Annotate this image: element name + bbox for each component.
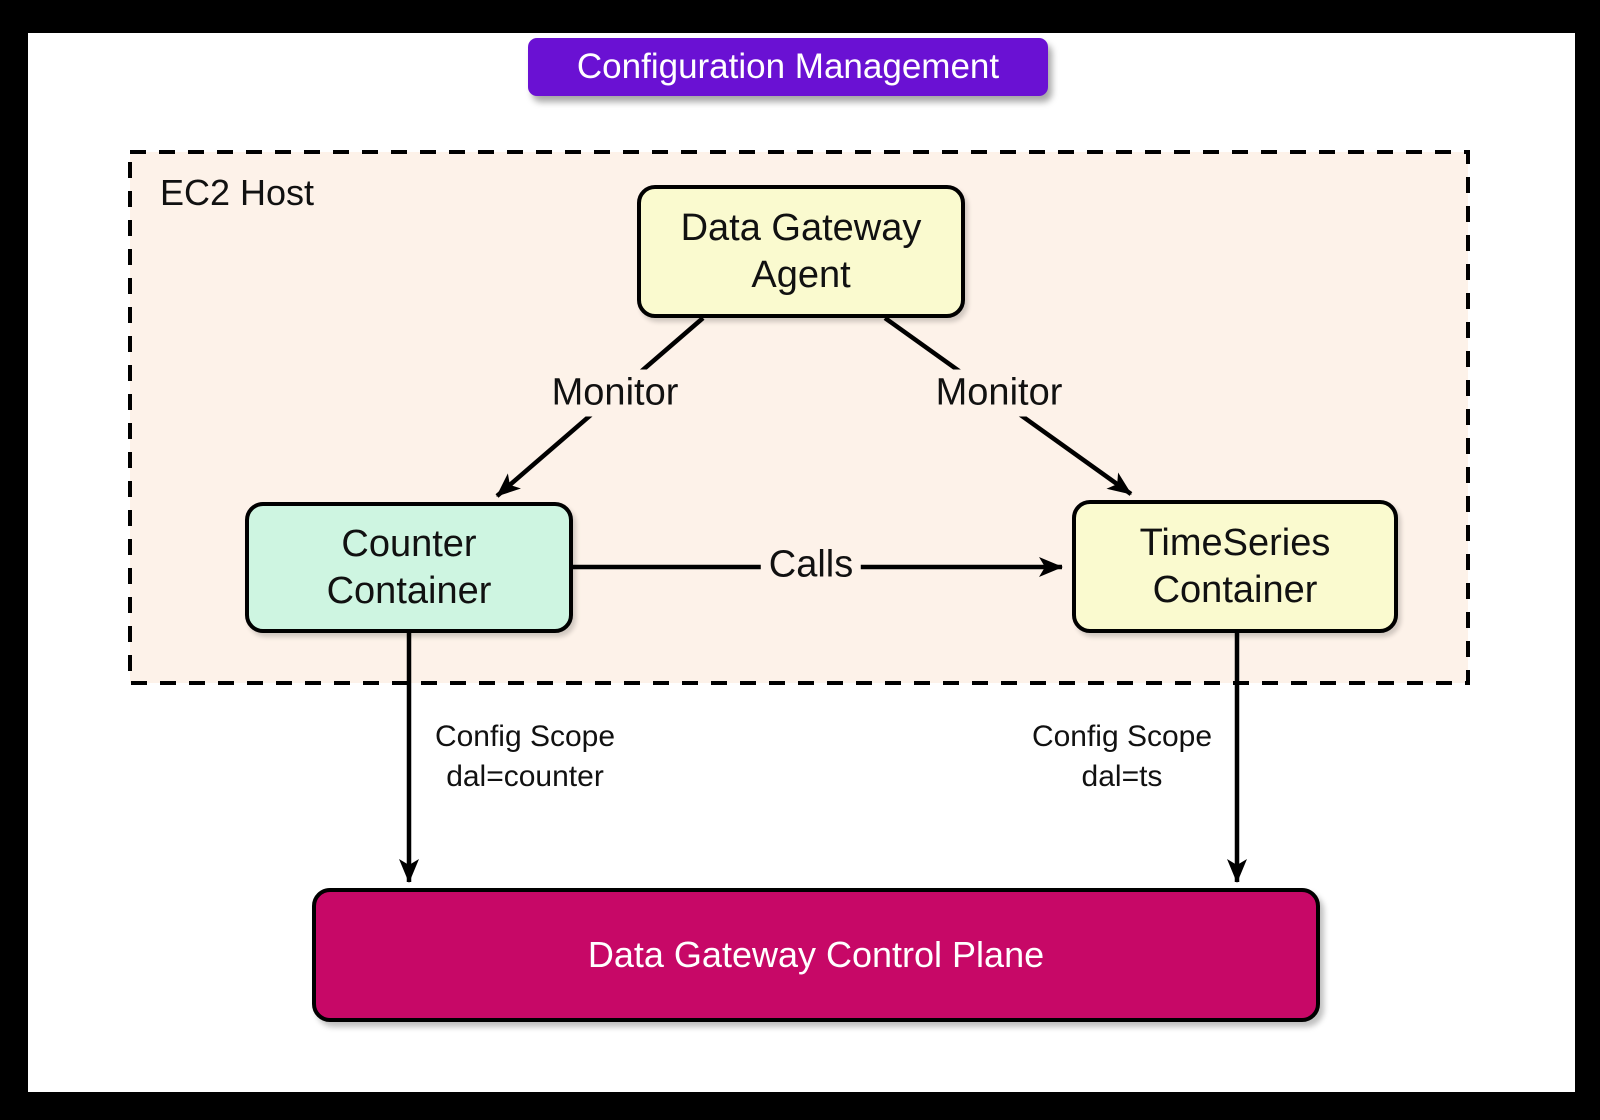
edge-label-line: Config Scope	[1031, 720, 1213, 753]
node-label-line: TimeSeries	[1139, 521, 1331, 564]
node-data-gateway-agent: Data Gateway Agent	[637, 185, 965, 318]
diagram-title-text: Configuration Management	[576, 47, 1000, 86]
node-counter-container: Counter Container	[245, 502, 573, 633]
edge-label-config-scope-ts: Config Scope dal=ts	[1032, 717, 1212, 797]
edge-label-line: dal=counter	[446, 760, 604, 793]
node-timeseries-container: TimeSeries Container	[1072, 500, 1398, 633]
edge-label-line: dal=ts	[1081, 760, 1163, 793]
diagram-title: Configuration Management	[528, 38, 1048, 96]
ec2-host-group-label: EC2 Host	[160, 172, 315, 213]
node-label-line: Counter	[341, 522, 477, 565]
node-data-gateway-control-plane: Data Gateway Control Plane	[312, 888, 1320, 1022]
node-label-line: Agent	[751, 253, 851, 296]
node-label-line: Data Gateway Control Plane	[587, 934, 1045, 975]
edge-label-line: Config Scope	[434, 720, 616, 753]
node-label-line: Container	[1152, 568, 1318, 611]
edge-label-config-scope-counter: Config Scope dal=counter	[435, 717, 615, 797]
node-label-line: Container	[326, 569, 492, 612]
edge-label-monitor-left: Monitor	[543, 369, 687, 417]
edge-label-calls: Calls	[760, 541, 862, 589]
node-label-line: Data Gateway	[680, 206, 922, 249]
edge-label-monitor-right: Monitor	[927, 369, 1071, 417]
